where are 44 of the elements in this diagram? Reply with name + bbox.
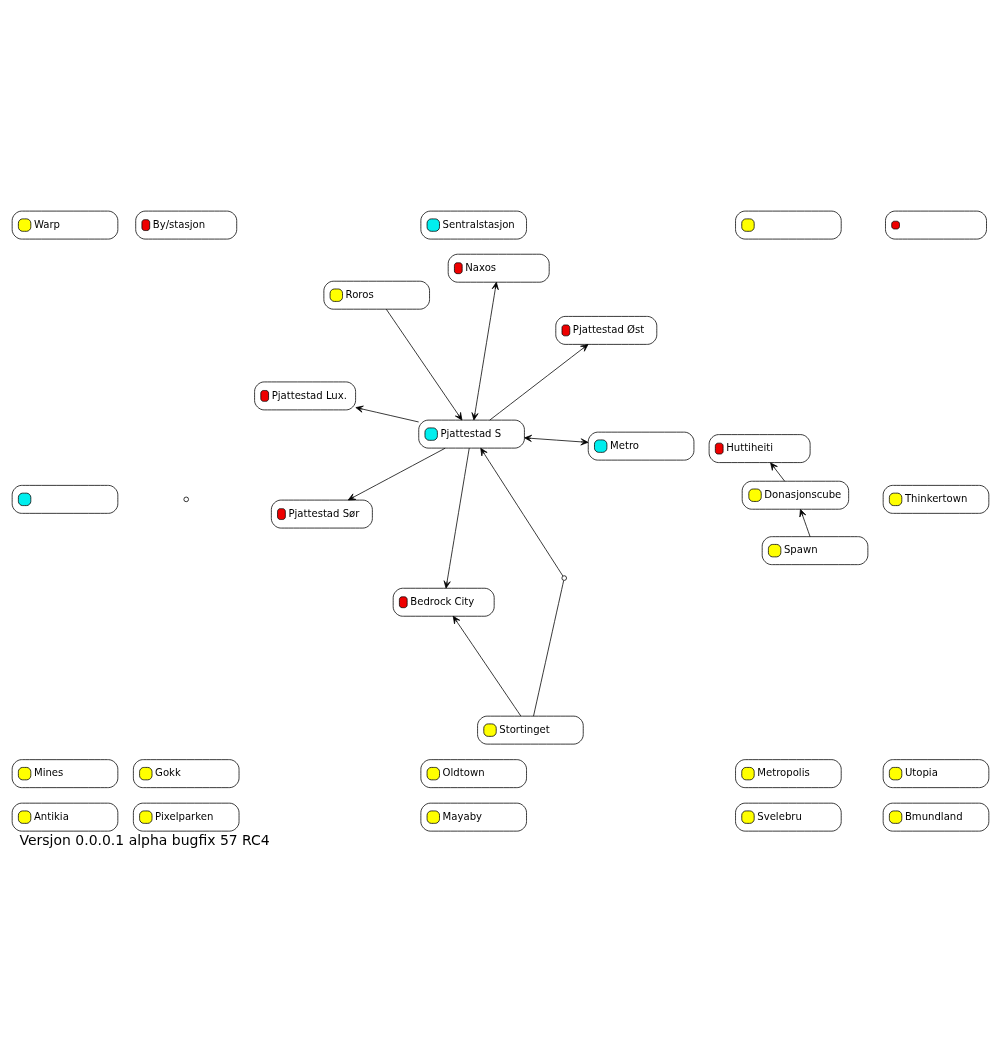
- node-box: Naxos: [447, 253, 550, 283]
- node-box: Roros: [323, 280, 430, 310]
- node-box: Mayaby: [419, 802, 527, 832]
- node-circle: [561, 575, 567, 581]
- arrow: [798, 509, 810, 538]
- node-box: Thinkertown: [882, 485, 989, 514]
- node-box: [884, 210, 987, 240]
- arrow: [443, 447, 470, 589]
- arrow: [769, 462, 785, 482]
- node-box: Pjattestad Lux.: [253, 381, 356, 411]
- node-box: Pjattestad Sør: [270, 499, 373, 529]
- node-box: Metro: [587, 431, 694, 461]
- node-box: Donasjonscube: [741, 480, 849, 510]
- node-box: Pixelparken: [132, 802, 239, 832]
- node-circle: [183, 496, 189, 503]
- node-box: [11, 485, 118, 514]
- connector: [532, 580, 564, 717]
- caption: Versjon 0.0.0.1 alpha bugfix 57 RC4: [19, 832, 270, 849]
- node-box: Warp: [11, 210, 118, 240]
- node-box: Pjattestad S: [417, 419, 525, 449]
- node-box: Gokk: [132, 759, 239, 788]
- arrow: [452, 615, 521, 717]
- node-box: Sentralstasjon: [419, 210, 527, 240]
- node-box: Spawn: [761, 536, 868, 565]
- arrow: [355, 405, 419, 423]
- node-box: Stortinget: [476, 715, 584, 745]
- arrow: [347, 447, 446, 501]
- node-box: Utopia: [882, 759, 989, 788]
- arrow: [471, 281, 499, 421]
- node-box: [734, 210, 842, 240]
- node-box: Pjattestad Øst: [554, 316, 657, 345]
- arrow: [488, 344, 588, 421]
- node-box: By/stasjon: [134, 210, 237, 240]
- node-box: Antikia: [11, 802, 118, 832]
- node-box: Mines: [11, 759, 118, 788]
- node-box: Oldtown: [419, 759, 527, 788]
- node-box: Huttiheiti: [708, 434, 810, 463]
- node-box: Svelebru: [734, 802, 842, 832]
- node-box: Bedrock City: [392, 587, 495, 617]
- node-box: Metropolis: [734, 759, 842, 788]
- node-box: Bmundland: [882, 802, 989, 832]
- arrow: [479, 447, 563, 577]
- arrow: [385, 308, 462, 421]
- arrow: [523, 434, 588, 446]
